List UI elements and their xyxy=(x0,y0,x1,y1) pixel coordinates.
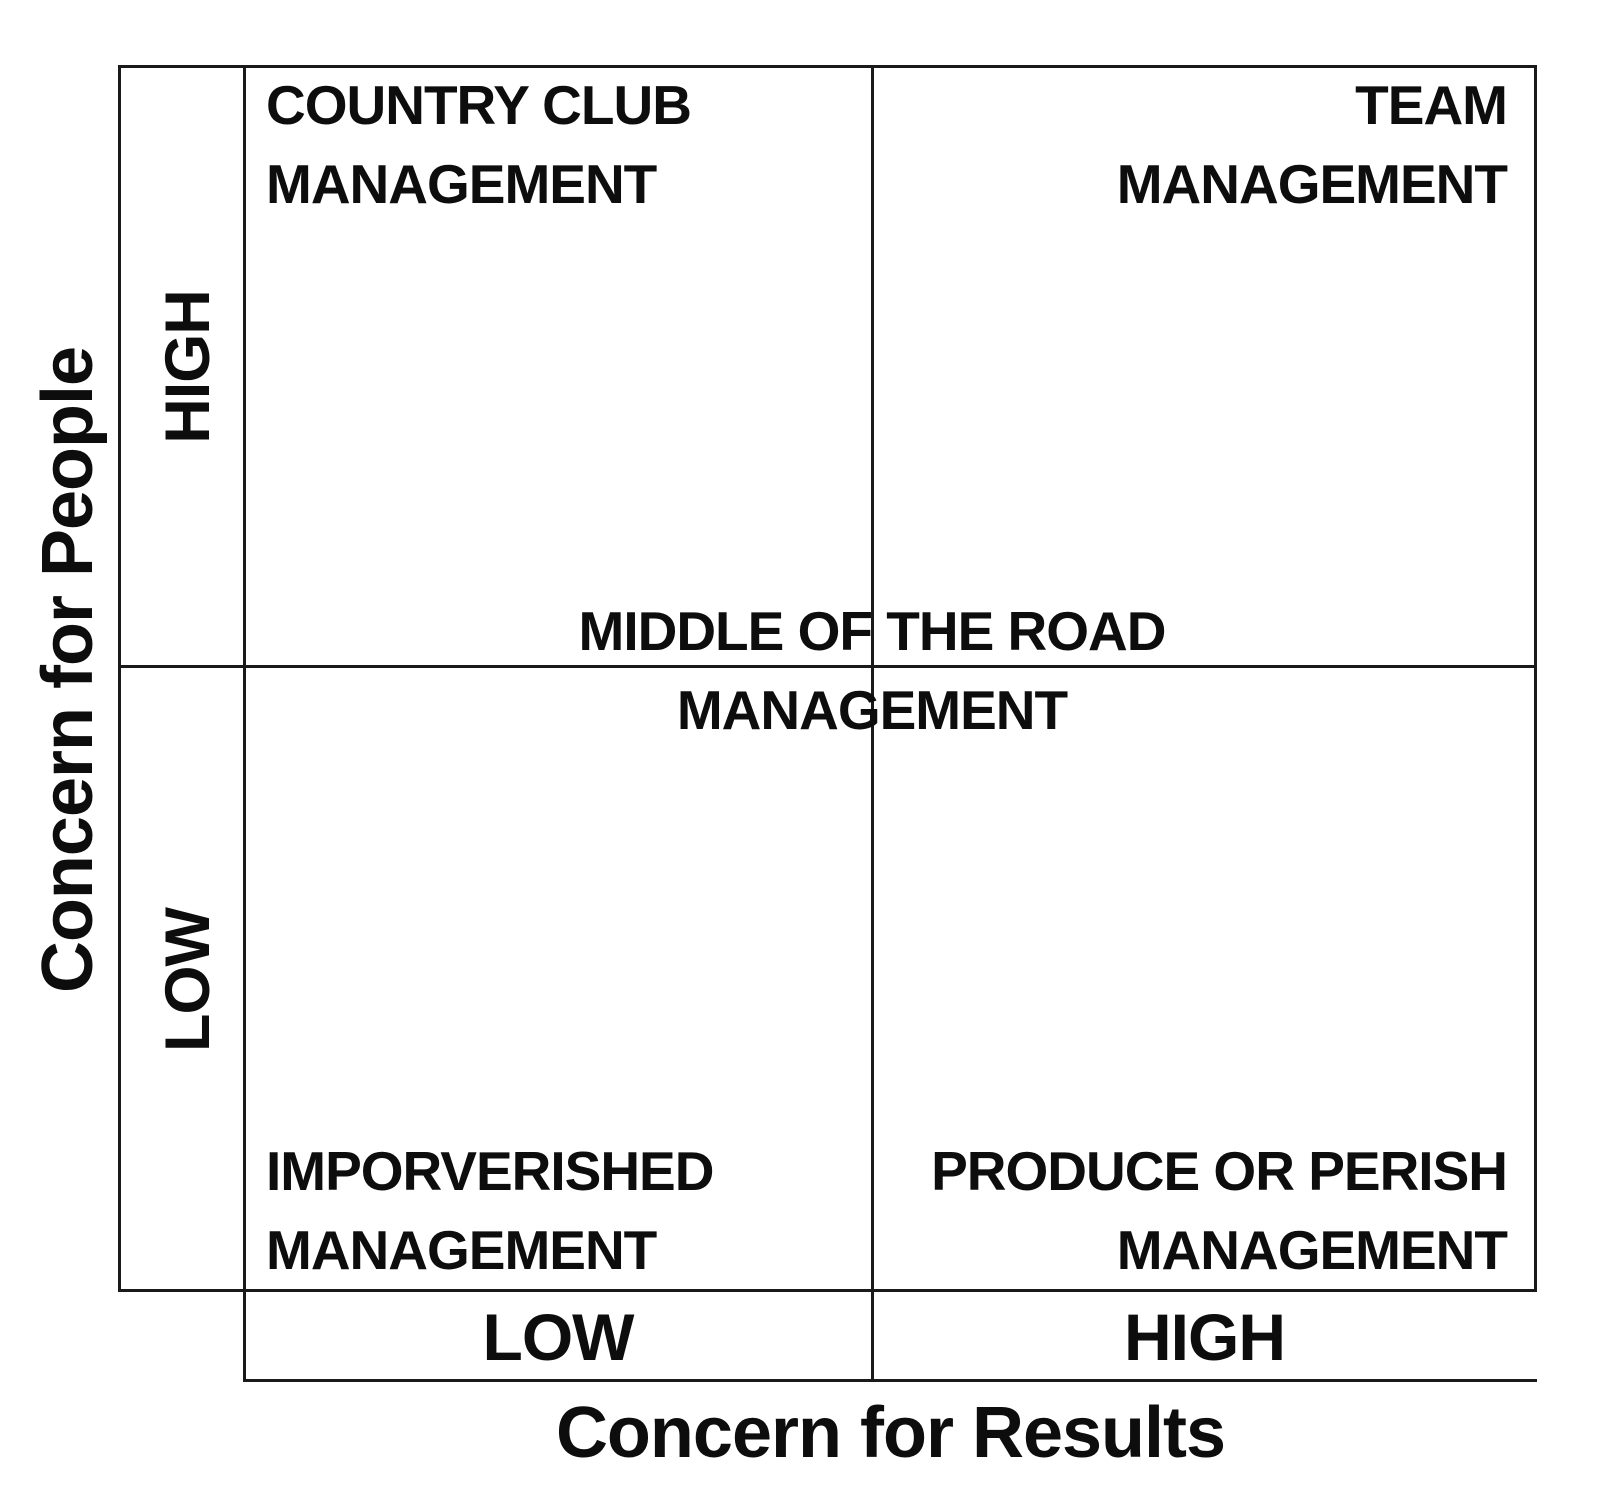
y-axis-low-label: LOW xyxy=(153,908,223,1052)
grid-center-vertical-divider xyxy=(871,65,874,1380)
x-tick-band-bottom-border xyxy=(243,1379,1537,1382)
x-axis-title: Concern for Results xyxy=(555,1393,1226,1473)
quadrant-country-club-label: COUNTRY CLUB MANAGEMENT xyxy=(266,74,692,215)
grid-axis-column-divider xyxy=(243,65,246,1380)
x-axis-low-label: LOW xyxy=(482,1300,635,1374)
quadrant-team-label: TEAM MANAGEMENT xyxy=(1116,74,1508,215)
y-axis-title: Concern for People xyxy=(28,346,108,994)
y-axis-high-label: HIGH xyxy=(153,290,223,444)
quadrant-middle-of-the-road-label: MIDDLE OF THE ROAD MANAGEMENT xyxy=(578,600,1167,741)
x-axis-high-label: HIGH xyxy=(1124,1300,1286,1374)
quadrant-impoverished-label: IMPORVERISHED MANAGEMENT xyxy=(266,1140,714,1281)
grid-outer-border xyxy=(118,65,1537,1292)
grid-center-horizontal-divider xyxy=(118,665,1537,668)
quadrant-produce-or-perish-label: PRODUCE OR PERISH MANAGEMENT xyxy=(931,1140,1508,1281)
